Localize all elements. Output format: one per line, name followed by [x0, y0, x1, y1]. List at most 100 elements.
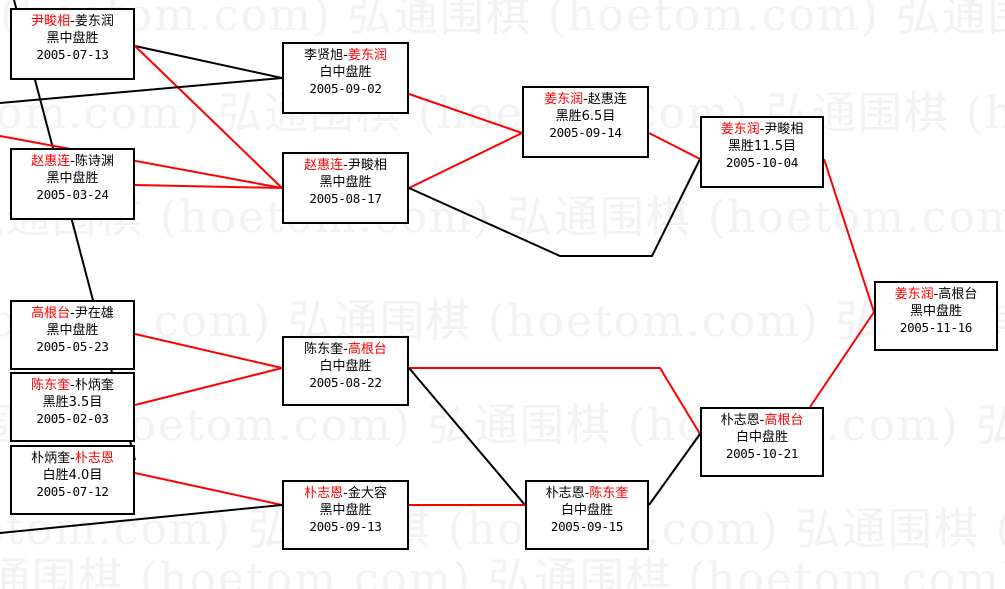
watermark-text: 弘通围棋 (hoetom.com) 弘通围棋 (hoetom.com) 弘通围棋… [0, 554, 1005, 589]
match-players: 陈东奎-高根台 [288, 341, 403, 358]
match-date: 2005-05-23 [36, 339, 109, 355]
player-left: 姜东润 [720, 122, 760, 137]
m2-to-m7-red [134, 184, 283, 189]
match-date: 2005-10-04 [725, 155, 799, 171]
match-players: 姜东润-尹畯相 [706, 121, 818, 138]
match-result: 黑胜11.5目 [728, 139, 796, 155]
player-separator: - [583, 92, 588, 107]
player-left: 李贤旭 [304, 48, 344, 63]
player-separator: - [343, 342, 348, 357]
match-result: 白胜4.0目 [42, 468, 103, 484]
match-date: 2005-09-02 [309, 81, 382, 97]
player-left: 朴炳奎 [31, 451, 71, 466]
player-separator: - [343, 48, 348, 63]
match-date: 2005-09-15 [550, 519, 624, 535]
match-result: 黑中盘胜 [319, 175, 372, 191]
match-date: 2005-09-13 [309, 519, 382, 535]
m7-to-m8-red [408, 132, 523, 189]
match-date: 2005-11-16 [899, 320, 973, 336]
player-left: 高根台 [31, 306, 71, 321]
m9-to-m14-red [823, 158, 875, 313]
m12-to-m13-black [648, 433, 701, 506]
match-players: 李贤旭-姜东润 [288, 47, 403, 64]
player-separator: - [343, 158, 348, 173]
match-players: 朴志恩-高根台 [706, 412, 818, 429]
match-date: 2005-02-03 [36, 411, 109, 427]
match-result: 黑中盘胜 [46, 323, 99, 339]
m3-to-m10-red [134, 333, 283, 369]
player-separator: - [343, 486, 348, 501]
player-right: 尹畯相 [764, 122, 804, 137]
match-result: 白中盘胜 [319, 65, 372, 81]
match-date: 2005-07-12 [36, 484, 109, 500]
m1-to-m7-red [134, 45, 283, 189]
watermark-text: 弘通围棋 (hoetom.com) 弘通围棋 (hoetom.com) 弘通围棋… [0, 0, 1005, 41]
match-date: 2005-07-13 [36, 47, 109, 63]
match-result: 黑中盘胜 [909, 304, 962, 320]
player-right: 尹在雄 [74, 306, 114, 321]
match-date: 2005-10-21 [725, 446, 799, 462]
watermark-text: 弘通围棋 (hoetom.com) 弘通围棋 (hoetom.com) 弘通围棋… [0, 88, 1005, 139]
m13-to-m14-red [809, 311, 875, 408]
m5-to-m11-red [134, 472, 283, 506]
player-left: 姜东润 [894, 287, 934, 302]
player-left: 朴志恩 [545, 486, 585, 501]
match-result: 黑中盘胜 [46, 31, 99, 47]
match-players: 朴炳奎-朴志恩 [16, 450, 129, 467]
player-right: 金大容 [347, 486, 387, 501]
m6-to-m8-red [408, 93, 523, 134]
player-right: 高根台 [764, 413, 804, 428]
match-result: 黑中盘胜 [319, 503, 372, 519]
match-players: 陈东奎-朴炳奎 [16, 377, 129, 394]
m1-to-m6-black [134, 45, 283, 79]
match-players: 尹畯相-姜东润 [16, 13, 129, 30]
player-left: 赵惠连 [31, 154, 71, 169]
player-right: 高根台 [347, 342, 387, 357]
player-right: 尹畯相 [347, 158, 387, 173]
m10-to-m12-black [408, 367, 526, 506]
match-result: 黑中盘胜 [46, 171, 99, 187]
player-separator: - [759, 413, 765, 428]
player-separator: - [933, 287, 939, 302]
watermark-text: 弘通围棋 (hoetom.com) 弘通围棋 (hoetom.com) 弘通围棋… [0, 400, 1005, 451]
player-separator: - [759, 122, 765, 137]
watermark-text: 弘通围棋 (hoetom.com) 弘通围棋 (hoetom.com) 弘通围棋… [0, 192, 1005, 243]
m10-to-m13-red [409, 367, 701, 435]
player-left: 朴志恩 [304, 486, 344, 501]
match-players: 高根台-尹在雄 [16, 305, 129, 322]
match-result: 白中盘胜 [735, 430, 788, 446]
m4-to-m10-red [134, 367, 283, 406]
m8-to-m9-red [648, 132, 701, 160]
match-date: 2005-08-22 [309, 375, 382, 391]
match-date: 2005-03-24 [36, 187, 109, 203]
match-players: 姜东润-高根台 [880, 286, 992, 303]
match-result: 白中盘胜 [560, 503, 613, 519]
player-right: 陈诗渊 [74, 154, 114, 169]
player-right: 朴志恩 [74, 451, 114, 466]
player-left: 陈东奎 [31, 378, 71, 393]
left-edge-black [0, 77, 283, 104]
player-left: 赵惠连 [304, 158, 344, 173]
match-players: 赵惠连-陈诗渊 [16, 153, 129, 170]
m7-to-m9-black [408, 158, 701, 257]
player-right: 朴炳奎 [74, 378, 114, 393]
match-players: 朴志恩-金大容 [288, 485, 403, 502]
player-left: 尹畯相 [31, 14, 71, 29]
